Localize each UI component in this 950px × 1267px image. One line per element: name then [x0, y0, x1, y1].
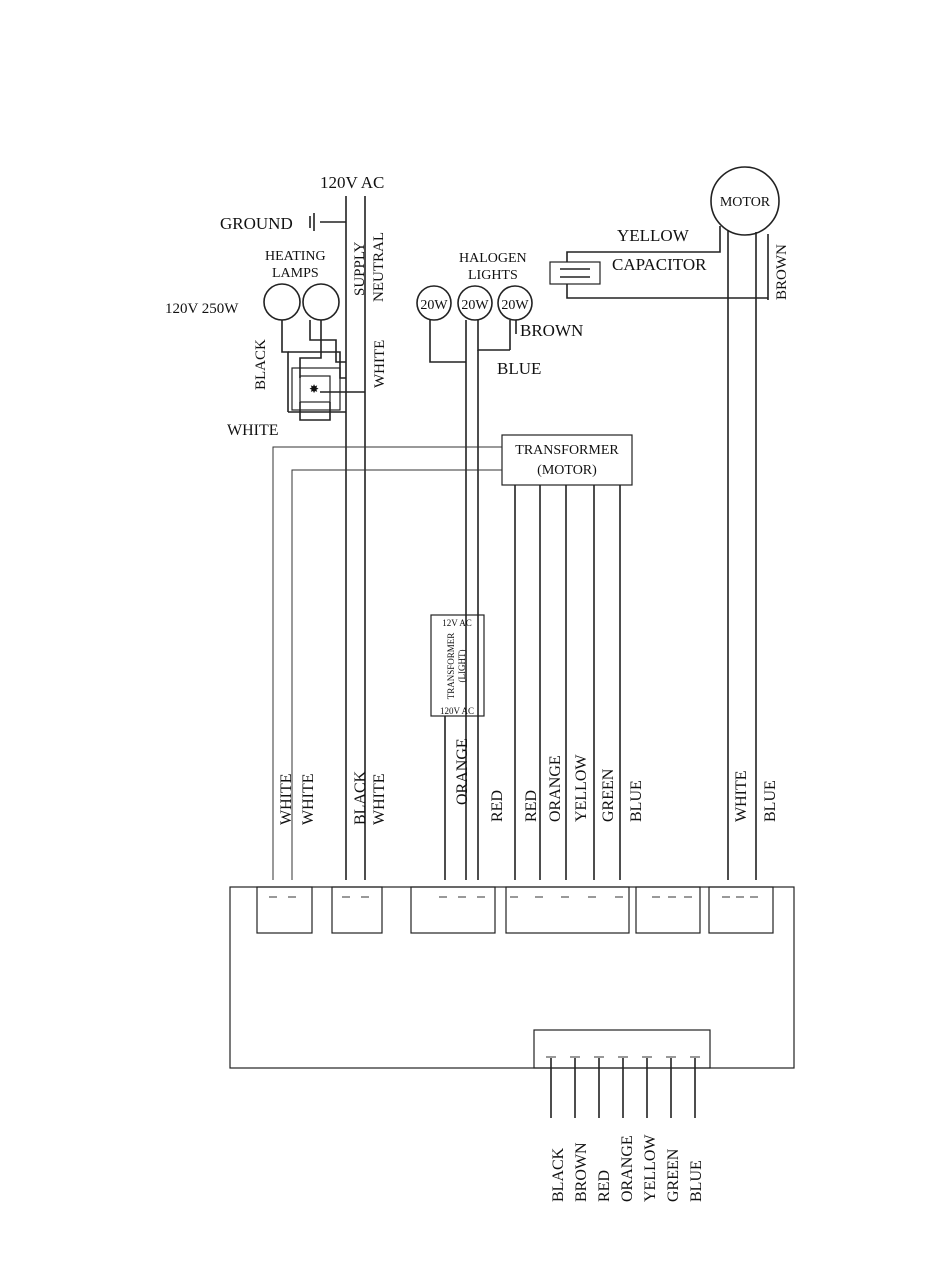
- wire-label: YELLOW: [573, 754, 590, 822]
- wire-labels: WHITE WHITE BLACK WHITE ORANGE RED RED O…: [278, 738, 779, 825]
- heating-lamp-2: [302, 283, 340, 321]
- halogen-lamp-3: 20W: [497, 285, 533, 321]
- light-transformer-box: [430, 614, 485, 717]
- supply-voltage-label: 120V AC: [320, 173, 384, 192]
- bottom-wire-label: BROWN: [573, 1142, 590, 1202]
- svg-text:20W: 20W: [501, 298, 529, 313]
- halogen-blue-label: BLUE: [497, 359, 541, 378]
- bottom-wire-label: YELLOW: [642, 1134, 659, 1202]
- svg-text:20W: 20W: [420, 298, 448, 313]
- capacitor-label: CAPACITOR: [612, 255, 707, 274]
- halogen-lamp-1: 20W: [416, 285, 452, 321]
- light-transformer-title: TRANSFORMER: [446, 633, 456, 700]
- svg-text:✸: ✸: [309, 382, 319, 396]
- transformer-feed-lines: [272, 446, 502, 880]
- wire-label: BLACK: [352, 770, 369, 825]
- motor-brown-label: BROWN: [774, 244, 790, 300]
- connector-blocks: [256, 886, 774, 934]
- bottom-connector: [533, 1029, 711, 1069]
- heating-title-2: LAMPS: [272, 266, 319, 281]
- connector-block: [505, 886, 630, 934]
- neutral-label: NEUTRAL: [371, 232, 387, 302]
- halogen-title-1: HALOGEN: [459, 251, 527, 266]
- bottom-wires: [550, 1058, 696, 1118]
- halogen-title-2: LIGHTS: [468, 268, 518, 283]
- motor-transformer-box: [501, 434, 633, 486]
- wire-label: WHITE: [300, 773, 317, 825]
- capacitor: [549, 261, 601, 285]
- connector-block: [635, 886, 701, 934]
- bottom-wire-label: ORANGE: [619, 1135, 636, 1202]
- supply-label: SUPPLY: [352, 241, 368, 296]
- wire-label: BLUE: [628, 780, 645, 822]
- wire-label: WHITE: [278, 773, 295, 825]
- bottom-wire-label: BLUE: [688, 1160, 705, 1202]
- motor-transformer-title: TRANSFORMER: [515, 443, 619, 458]
- neutral-white-label: WHITE: [372, 340, 388, 388]
- bottom-wire-label: RED: [596, 1170, 613, 1202]
- wire-label: WHITE: [733, 770, 750, 822]
- bottom-wire-labels: BLACK BROWN RED ORANGE YELLOW GREEN BLUE: [550, 1134, 705, 1202]
- bottom-wire-label: GREEN: [665, 1148, 682, 1202]
- heating-rating-label: 120V 250W: [165, 301, 239, 317]
- heating-lamp-wiring: [281, 320, 365, 421]
- motor-label: MOTOR: [720, 195, 771, 210]
- light-transformer-bottom: 120V AC: [440, 706, 474, 716]
- wire-label: ORANGE: [547, 755, 564, 822]
- connector-block: [708, 886, 774, 934]
- heating-lamp-1: [263, 283, 301, 321]
- lamp-switch: ✸: [291, 367, 341, 411]
- halogen-lamp-2: 20W: [457, 285, 493, 321]
- svg-text:20W: 20W: [461, 298, 489, 313]
- motor-transformer-subtitle: (MOTOR): [537, 463, 597, 478]
- connector-block: [331, 886, 383, 934]
- motor: MOTOR: [710, 166, 780, 236]
- motor-wiring: [566, 226, 769, 880]
- ground-label: GROUND: [220, 214, 293, 233]
- bottom-wire-label: BLACK: [550, 1147, 567, 1202]
- motor-yellow-label: YELLOW: [617, 226, 690, 245]
- heating-white-label: WHITE: [227, 422, 279, 439]
- light-transformer-top: 12V AC: [442, 618, 472, 628]
- halogen-brown-label: BROWN: [520, 321, 583, 340]
- wire-label: RED: [523, 790, 540, 822]
- heating-black-label: BLACK: [253, 339, 269, 390]
- motor-transformer-outputs: [514, 485, 621, 880]
- ground-symbol: [309, 213, 346, 231]
- connector-block: [256, 886, 313, 934]
- wire-label: GREEN: [600, 768, 617, 822]
- halogen-wiring: [429, 320, 517, 880]
- connector-block: [410, 886, 496, 934]
- wire-label: BLUE: [762, 780, 779, 822]
- light-transformer-subtitle: (LIGHT): [457, 650, 467, 683]
- wire-label: WHITE: [371, 773, 388, 825]
- heating-title-1: HEATING: [265, 249, 326, 264]
- wire-label: ORANGE: [454, 738, 471, 805]
- wire-label: RED: [489, 790, 506, 822]
